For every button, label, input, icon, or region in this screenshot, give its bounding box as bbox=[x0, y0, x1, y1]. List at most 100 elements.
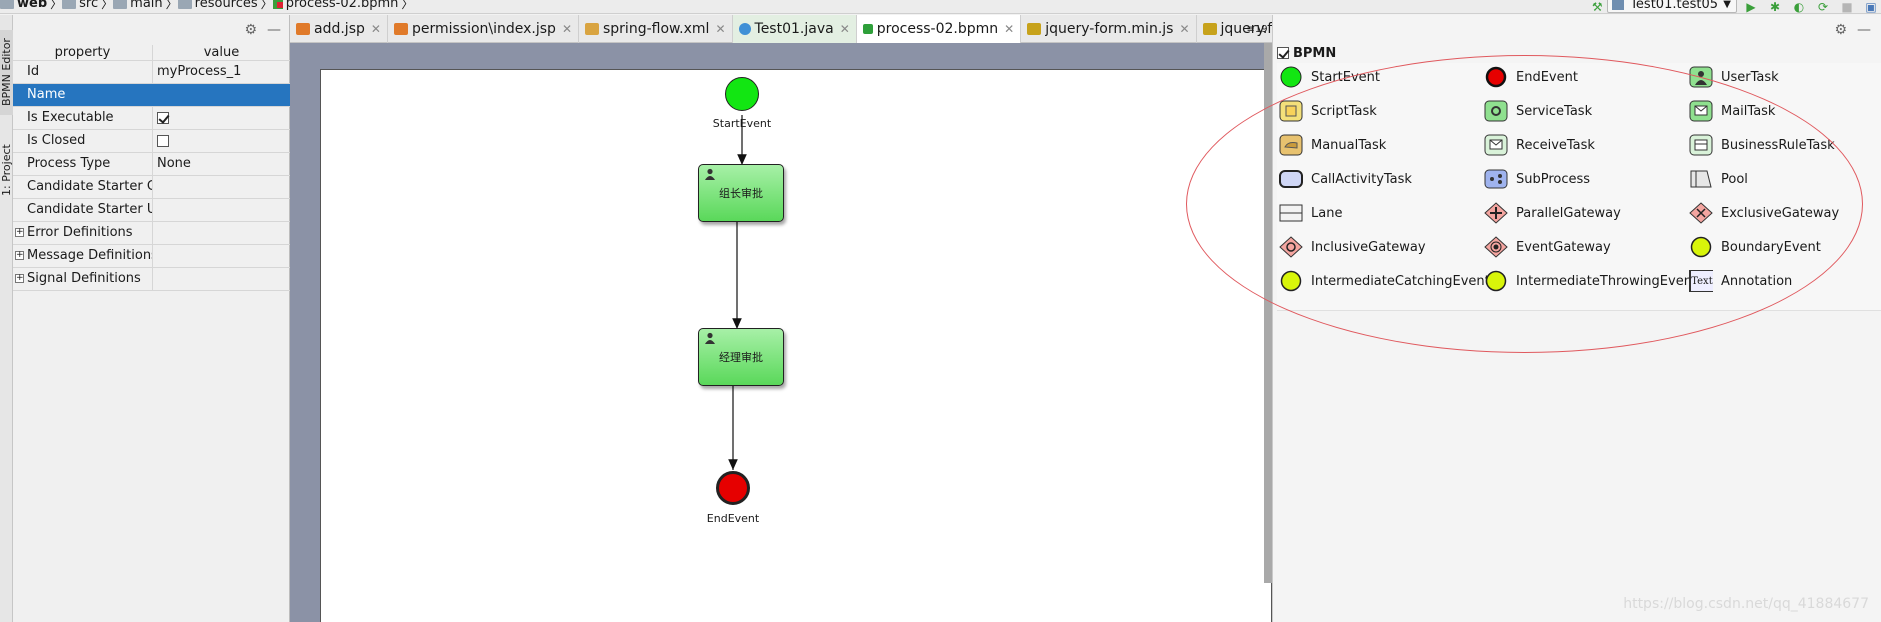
receive-task-icon bbox=[1484, 134, 1508, 156]
run-icon[interactable]: ▶ bbox=[1746, 0, 1756, 14]
bpmn-canvas[interactable]: StartEvent 组长审批 经理审批 EndEvent bbox=[320, 69, 1272, 622]
close-icon[interactable]: ✕ bbox=[715, 22, 726, 36]
close-icon[interactable]: ✕ bbox=[1179, 22, 1190, 36]
palette-item-parallel-gateway[interactable]: ParallelGateway bbox=[1484, 199, 1621, 227]
toolbar-right: ⚒ Test01.test05 ▼ ▶ ✱ ◐ ⟳ ■ ▣ bbox=[1583, 0, 1881, 14]
end-event-label: EndEvent bbox=[706, 512, 760, 525]
palette-group-bpmn[interactable]: BPMN bbox=[1277, 45, 1336, 61]
is-closed-checkbox[interactable] bbox=[157, 134, 169, 147]
palette-item-lane[interactable]: Lane bbox=[1279, 199, 1342, 227]
palette-item-pool[interactable]: Pool bbox=[1689, 165, 1748, 193]
expand-icon[interactable]: + bbox=[15, 227, 24, 237]
profile-icon[interactable]: ⟳ bbox=[1817, 0, 1829, 14]
navigation-bar: web 〉 src 〉 main 〉 resources 〉 process-0… bbox=[0, 0, 1881, 14]
tab-test01-java[interactable]: Test01.java✕ bbox=[732, 15, 857, 43]
call-activity-icon bbox=[1279, 168, 1303, 190]
close-icon[interactable]: ✕ bbox=[839, 22, 850, 36]
js-file-icon bbox=[1027, 23, 1042, 35]
property-group-message-definitions[interactable]: +Message Definitions bbox=[13, 245, 290, 268]
project-structure-icon[interactable]: ▣ bbox=[1865, 0, 1877, 14]
user-task-manager-approval[interactable]: 经理审批 bbox=[698, 328, 784, 386]
property-value-id[interactable]: myProcess_1 bbox=[157, 64, 242, 79]
palette-item-service-task[interactable]: ServiceTask bbox=[1484, 97, 1592, 125]
breadcrumb-separator: 〉 bbox=[50, 0, 63, 11]
close-icon[interactable]: ✕ bbox=[1004, 22, 1015, 36]
property-row-process-type[interactable]: Process Type None bbox=[13, 153, 290, 176]
expand-icon[interactable]: + bbox=[15, 273, 24, 283]
palette-item-call-activity-task[interactable]: CallActivityTask bbox=[1279, 165, 1412, 193]
breadcrumb-item-resources[interactable]: resources bbox=[177, 0, 261, 11]
tool-tab-project[interactable]: 1: Project bbox=[0, 144, 13, 196]
palette-item-receive-task[interactable]: ReceiveTask bbox=[1484, 131, 1595, 159]
tool-tab-bpmn-editor[interactable]: BPMN Editor bbox=[0, 30, 13, 115]
palette-item-boundary-event[interactable]: BoundaryEvent bbox=[1689, 233, 1821, 261]
stop-icon[interactable]: ■ bbox=[1841, 0, 1853, 14]
palette-item-annotation[interactable]: Text Annotation bbox=[1689, 267, 1792, 295]
breadcrumb-item-main[interactable]: main bbox=[113, 0, 165, 11]
tab-jquery-form-min-js[interactable]: jquery-form.min.js✕ bbox=[1021, 15, 1197, 43]
close-icon[interactable]: ✕ bbox=[370, 22, 381, 36]
gear-icon[interactable]: ⚙ bbox=[244, 22, 257, 38]
end-event[interactable] bbox=[716, 471, 750, 505]
palette-item-start-event[interactable]: StartEvent bbox=[1279, 63, 1380, 91]
palette-item-user-task[interactable]: UserTask bbox=[1689, 63, 1779, 91]
script-task-icon bbox=[1279, 100, 1303, 122]
coverage-icon[interactable]: ◐ bbox=[1793, 0, 1805, 14]
property-row-is-closed[interactable]: Is Closed bbox=[13, 130, 290, 153]
tab-add-jsp[interactable]: add.jsp✕ bbox=[290, 15, 388, 43]
palette-item-script-task[interactable]: ScriptTask bbox=[1279, 97, 1377, 125]
palette-item-intermediate-catching-event[interactable]: IntermediateCatchingEvent bbox=[1279, 267, 1490, 295]
expand-icon[interactable]: + bbox=[15, 250, 24, 260]
minimize-icon[interactable]: — bbox=[1857, 22, 1871, 38]
user-task-group-leader-approval[interactable]: 组长审批 bbox=[698, 164, 784, 222]
event-gateway-icon bbox=[1484, 236, 1508, 258]
debug-icon[interactable]: ✱ bbox=[1769, 0, 1781, 14]
tab-process-02-bpmn[interactable]: process-02.bpmn✕ bbox=[856, 15, 1022, 43]
is-executable-checkbox[interactable] bbox=[157, 111, 169, 124]
palette-item-mail-task[interactable]: MailTask bbox=[1689, 97, 1775, 125]
property-row-name[interactable]: Name bbox=[13, 84, 290, 107]
build-hammer-icon[interactable]: ⚒ bbox=[1591, 0, 1603, 14]
list-icon: ≡ bbox=[1246, 23, 1255, 35]
property-group-error-definitions[interactable]: +Error Definitions bbox=[13, 222, 290, 245]
tab-spring-flow-xml[interactable]: spring-flow.xml✕ bbox=[579, 15, 733, 43]
property-value-name[interactable] bbox=[153, 84, 290, 106]
palette-item-inclusive-gateway[interactable]: InclusiveGateway bbox=[1279, 233, 1426, 261]
run-configuration-dropdown[interactable]: Test01.test05 ▼ bbox=[1607, 0, 1737, 13]
property-row-candidate-starter-users[interactable]: Candidate Starter Users bbox=[13, 199, 290, 222]
palette-item-sub-process[interactable]: SubProcess bbox=[1484, 165, 1590, 193]
column-header-value: value bbox=[203, 45, 240, 60]
js-file-icon bbox=[1202, 23, 1217, 35]
gear-icon[interactable]: ⚙ bbox=[1834, 22, 1847, 38]
group-toggle-checkbox[interactable] bbox=[1277, 47, 1289, 59]
palette-item-end-event[interactable]: EndEvent bbox=[1484, 63, 1578, 91]
palette-item-business-rule-task[interactable]: BusinessRuleTask bbox=[1689, 131, 1835, 159]
vertical-scrollbar[interactable] bbox=[1264, 43, 1272, 583]
property-row-is-executable[interactable]: Is Executable bbox=[13, 107, 290, 130]
palette-item-event-gateway[interactable]: EventGateway bbox=[1484, 233, 1611, 261]
jsp-file-icon bbox=[296, 23, 310, 35]
property-value-process-type[interactable]: None bbox=[157, 156, 191, 171]
editor-tabs: add.jsp✕ permission\index.jsp✕ spring-fl… bbox=[290, 15, 1339, 43]
property-row-id[interactable]: Id myProcess_1 bbox=[13, 61, 290, 84]
breadcrumb-item-file[interactable]: process-02.bpmn bbox=[272, 0, 402, 11]
bpmn-file-icon bbox=[272, 0, 283, 9]
tab-permission-index-jsp[interactable]: permission\index.jsp✕ bbox=[388, 15, 579, 43]
breadcrumb-item-src[interactable]: src bbox=[62, 0, 101, 11]
test-config-icon bbox=[1612, 0, 1625, 10]
sequence-flows bbox=[728, 115, 747, 470]
palette-item-exclusive-gateway[interactable]: ExclusiveGateway bbox=[1689, 199, 1839, 227]
breadcrumb-item-web[interactable]: web bbox=[0, 0, 50, 11]
properties-panel: ⚙ — property value Id myProcess_1 Name I… bbox=[13, 15, 290, 622]
boundary-event-icon bbox=[1689, 236, 1713, 258]
close-icon[interactable]: ✕ bbox=[561, 22, 572, 36]
palette-item-intermediate-throwing-event[interactable]: IntermediateThrowingEvent bbox=[1484, 267, 1697, 295]
start-event[interactable] bbox=[725, 77, 759, 111]
breadcrumb: web 〉 src 〉 main 〉 resources 〉 process-0… bbox=[0, 0, 413, 11]
property-group-signal-definitions[interactable]: +Signal Definitions bbox=[13, 268, 290, 291]
minimize-icon[interactable]: — bbox=[267, 22, 281, 38]
palette-item-manual-task[interactable]: ManualTask bbox=[1279, 131, 1386, 159]
property-row-candidate-starter-groups[interactable]: Candidate Starter Groups bbox=[13, 176, 290, 199]
pool-icon bbox=[1689, 168, 1713, 190]
more-tabs-button[interactable]: ≡19 bbox=[1246, 23, 1268, 35]
